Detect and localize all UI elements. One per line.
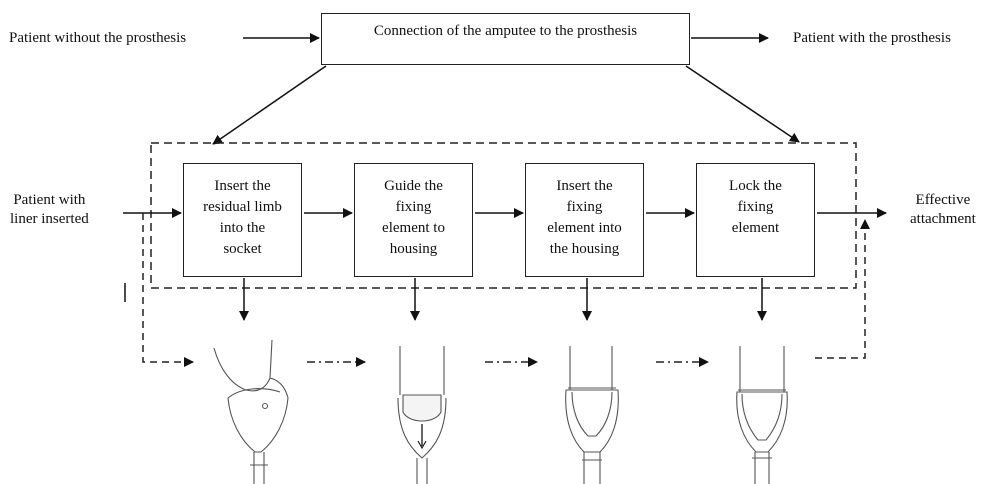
output-effective-attachment: Effective attachment (910, 192, 976, 227)
step-1-text: Insert the residual limb into the socket (203, 178, 282, 257)
step-1-box: Insert the residual limb into the socket (183, 163, 302, 277)
step-4-box: Lock the fixing element (696, 163, 815, 277)
step-2-text: Guide the fixing element to housing (382, 178, 445, 257)
input-patient-with-liner: Patient with liner inserted (10, 192, 89, 227)
dashed-process-frame (150, 142, 857, 289)
illustration-fixing-element-guided (397, 346, 447, 484)
arrow-diagonal-left (212, 65, 327, 145)
step-3-text: Insert the fixing element into the housi… (547, 178, 622, 257)
process-title-box: Connection of the amputee to the prosthe… (321, 13, 690, 65)
illustration-fixing-element-inserted (565, 346, 619, 484)
dashed-return-line (815, 219, 870, 359)
input-patient-without-prosthesis: Patient without the prosthesis (9, 30, 187, 46)
process-title: Connection of the amputee to the prosthe… (373, 23, 638, 39)
output-patient-with-prosthesis: Patient with the prosthesis (793, 30, 951, 46)
step-2-box: Guide the fixing element to housing (354, 163, 473, 277)
step-4-text: Lock the fixing element (729, 178, 782, 236)
illustration-limb-entering-socket (213, 339, 289, 484)
illustration-limb-locked (736, 346, 788, 484)
dashed-feed-line (142, 213, 194, 367)
arrow-diagonal-right (685, 65, 800, 143)
step-3-box: Insert the fixing element into the housi… (525, 163, 644, 277)
